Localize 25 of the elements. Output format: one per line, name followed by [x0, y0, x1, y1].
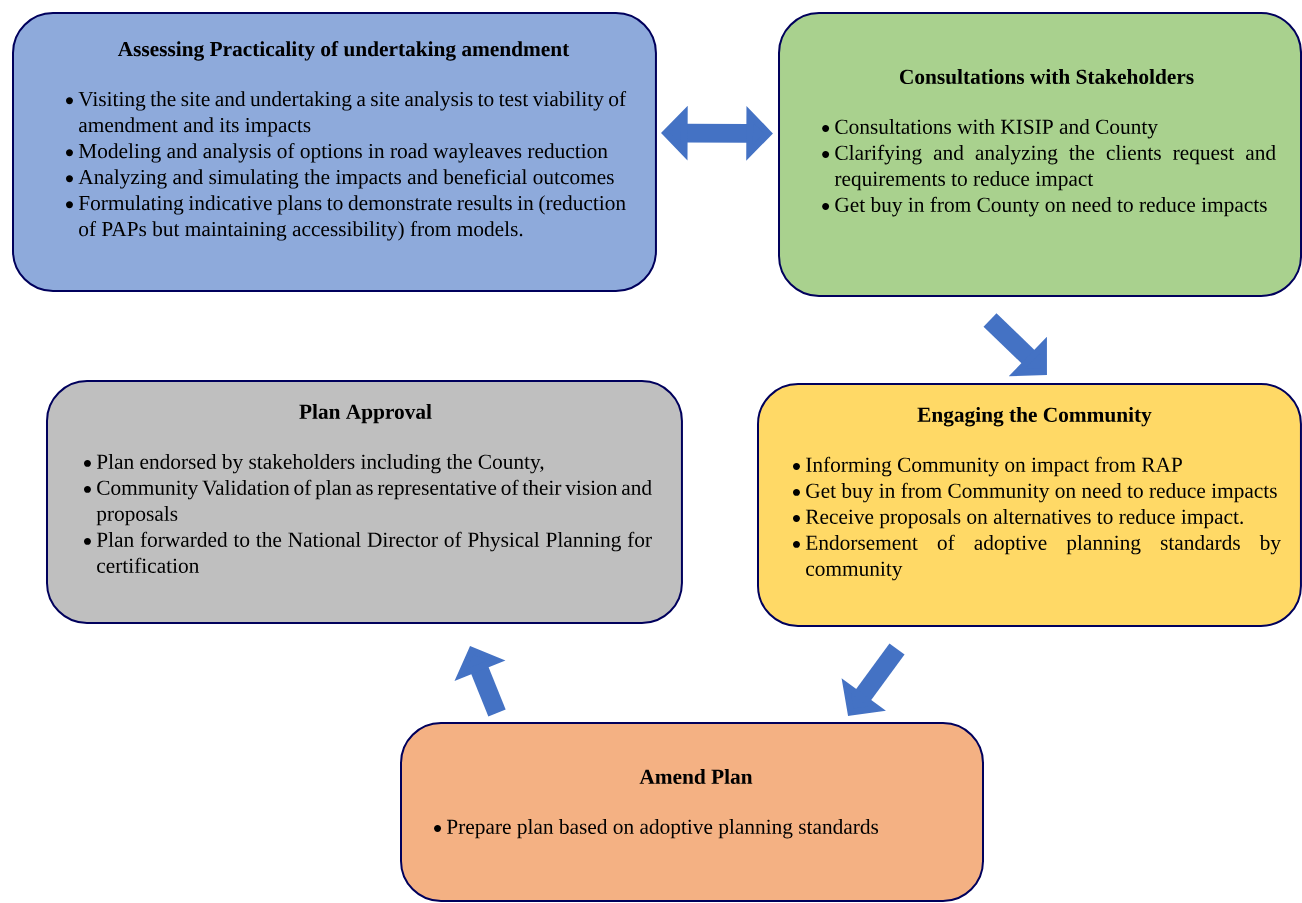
bullet-item: Formulating indicative plans to demonstrate results in (reduction of PAPs but maintaining accessibility) from models. — [78, 195, 626, 241]
box-heading: Plan Approval — [299, 403, 432, 424]
box-heading: Consultations with Stakeholders — [900, 69, 1194, 85]
bullet-item: Get buy in from County on need to reduce impacts — [835, 196, 1267, 217]
process-box — [400, 722, 984, 902]
bullet-item: Community Validation of plan as representative of their vision and proposals — [96, 479, 652, 526]
bullet-item: Endorsement of adoptive planning standards by community — [805, 534, 1281, 581]
bullet-item: Plan forwarded to the National Director of Physical Planning for certification — [96, 531, 652, 573]
bullet-item: Analyzing and simulating the impacts and beneficial outcomes — [78, 169, 614, 189]
process-box — [778, 12, 1302, 297]
bullet-item: Get buy in from Community on need to reduce impacts — [806, 482, 1277, 503]
bullet-item: Informing Community on impact from RAP — [806, 456, 1182, 477]
bullet-item: Clarifying and analyzing the clients request and requirements to reduce impact — [834, 144, 1276, 191]
bullet-item: Visiting the site and undertaking a site analysis to test viability of amendment and its impacts — [78, 91, 627, 137]
box-heading: Amend Plan — [639, 769, 753, 784]
box-heading: Engaging the Community — [917, 406, 1152, 427]
process-box — [46, 380, 683, 624]
box-heading: Assessing Practicality of undertaking amendment — [117, 41, 570, 61]
bullet-item: Consultations with KISIP and County — [835, 119, 1158, 139]
bullet-item: Modeling and analysis of options in road wayleaves reduction — [78, 143, 608, 163]
bullet-item: Receive proposals on alternatives to reduce impact. — [805, 508, 1243, 529]
bullet-item: Prepare plan based on adoptive planning standards — [446, 819, 879, 839]
process-box — [12, 12, 657, 292]
process-box — [757, 383, 1302, 627]
bullet-item: Plan endorsed by stakeholders including the County, — [96, 453, 544, 474]
